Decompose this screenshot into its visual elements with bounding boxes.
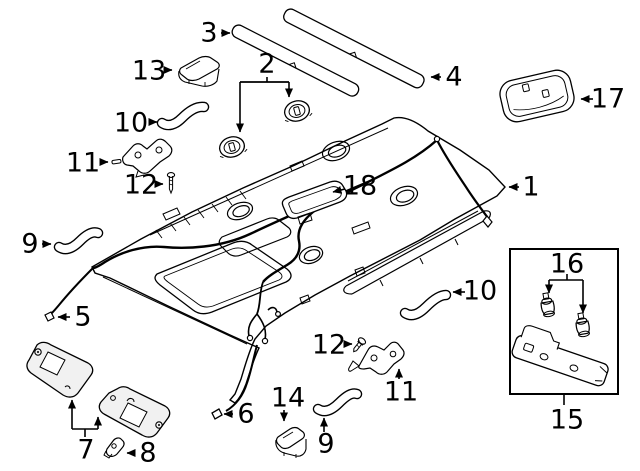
- callout-7-label[interactable]: 7: [77, 435, 94, 466]
- grommet-part2-b: [284, 100, 313, 123]
- trim-strip-part4: [283, 8, 425, 89]
- callout-3-label[interactable]: 3: [200, 18, 217, 49]
- overhead-bezel-part18: [281, 180, 348, 225]
- wire-to-6: [225, 344, 258, 412]
- grab-handle-part10-top: [156, 101, 210, 131]
- wire-connector-6: [211, 408, 223, 420]
- callout-10b-label[interactable]: 10: [463, 276, 497, 307]
- ribbed-band: [155, 190, 247, 239]
- callout-10a-label[interactable]: 10: [114, 108, 148, 139]
- callout-6-label[interactable]: 6: [237, 399, 254, 430]
- grab-handle-part9-top: [53, 227, 104, 255]
- grab-handle-part10-right: [399, 289, 452, 321]
- callout-11b-label[interactable]: 11: [384, 377, 418, 408]
- callout-8-label[interactable]: 8: [139, 438, 156, 469]
- screw-part12-top: [166, 172, 176, 195]
- lamp-part14: [275, 426, 307, 458]
- sun-visor-left-part7: [26, 341, 94, 398]
- callout-16-label[interactable]: 16: [550, 249, 584, 280]
- grab-handle-part9-bottom: [312, 388, 363, 417]
- callout-18-arrow: [332, 186, 346, 194]
- callout-2-label[interactable]: 2: [258, 49, 275, 80]
- overhead-console-part17: [499, 69, 575, 123]
- inset-box: [509, 248, 619, 395]
- screw-part12-bottom: [353, 337, 367, 353]
- callout-7-bracket: [68, 399, 102, 437]
- wire-connector-right: [482, 215, 493, 228]
- sunroof-opening: [154, 240, 292, 315]
- callout-12a-label[interactable]: 12: [124, 170, 158, 201]
- callout-15-label[interactable]: 15: [550, 405, 584, 436]
- surface-clips: [162, 160, 371, 305]
- visor-clip-part8: [103, 437, 125, 459]
- callout-2-bracket: [236, 77, 293, 133]
- callout-5-label[interactable]: 5: [74, 302, 91, 333]
- grommet-part2-a: [219, 136, 248, 159]
- callout-12b-label[interactable]: 12: [312, 330, 346, 361]
- sun-visor-right-part7: [98, 386, 171, 438]
- callout-11a-label[interactable]: 11: [66, 148, 100, 179]
- bracket-part11-top: [111, 138, 173, 178]
- dome-lamp-part13: [178, 55, 220, 87]
- callout-1-label[interactable]: 1: [522, 172, 539, 203]
- callout-18-label[interactable]: 18: [343, 171, 377, 202]
- rear-edge-band: [343, 210, 491, 295]
- wire-connector-5: [44, 311, 55, 322]
- callout-4-label[interactable]: 4: [445, 62, 462, 93]
- callout-14-label[interactable]: 14: [271, 383, 305, 414]
- callout-16-bracket: [545, 274, 587, 314]
- callout-9a-label[interactable]: 9: [21, 229, 38, 260]
- callout-13-label[interactable]: 13: [132, 56, 166, 87]
- lamp-recess: [226, 140, 419, 265]
- trim-strip-part3: [231, 24, 360, 97]
- retainer-bracket-part15: [511, 325, 609, 387]
- callout-17-label[interactable]: 17: [591, 84, 625, 115]
- bracket-part11-bottom: [348, 341, 405, 375]
- callout-9b-label[interactable]: 9: [317, 429, 334, 460]
